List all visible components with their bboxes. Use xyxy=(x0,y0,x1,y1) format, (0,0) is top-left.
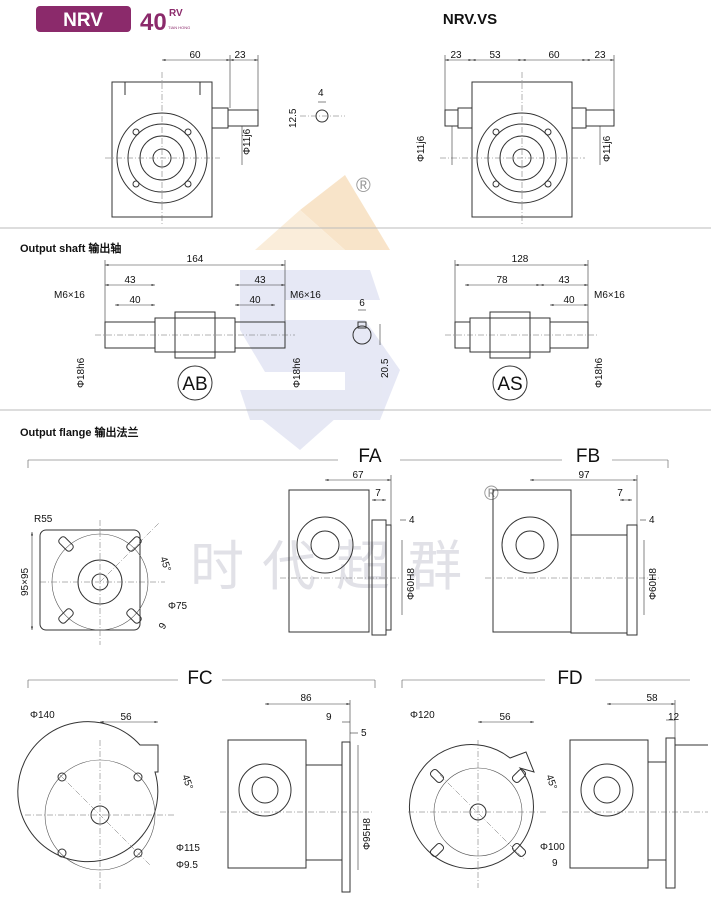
flange-fd-front: Φ120 56 45° Φ100 9 xyxy=(408,710,565,888)
flange-fc-side: 86 9 5 Φ95H8 xyxy=(220,693,373,893)
flange-fb-side: 97 7 4 Φ60H8 xyxy=(485,470,660,636)
ab-label-circle xyxy=(177,365,213,401)
fa-offset: 7 xyxy=(375,488,381,499)
fa-length: 67 xyxy=(352,470,364,481)
fc-offset: 56 xyxy=(120,712,132,723)
fb-spigot: Φ60H8 xyxy=(648,568,659,600)
output-shaft-heading: Output shaft 输出轴 xyxy=(20,241,121,255)
fa-thickness: 4 xyxy=(409,515,415,526)
fc-angle: 45° xyxy=(179,773,195,791)
nrv-badge-label: NRV xyxy=(63,10,103,31)
as-dia: Φ18h6 xyxy=(594,357,605,388)
shaft-key: 6 20.5 xyxy=(352,298,391,378)
fb-label: FB xyxy=(576,446,600,467)
dim-vs-23-left: 23 xyxy=(450,50,462,61)
ab-left-inner: 40 xyxy=(129,295,141,306)
watermark-char-3: 超 xyxy=(336,537,390,597)
flange-fd-side: 58 12 xyxy=(562,693,708,889)
square-size: 95×95 xyxy=(20,567,31,596)
fd-side-length: 58 xyxy=(646,693,658,704)
dim-vs-23-right: 23 xyxy=(594,50,606,61)
watermark-char-1: 时 xyxy=(190,537,244,597)
key-width: 6 xyxy=(359,298,365,309)
fc-fd-banner: FC FD xyxy=(27,668,690,689)
ab-left-outer: 43 xyxy=(124,275,136,286)
flange-fc-front: Φ140 56 45° Φ115 Φ9.5 xyxy=(17,710,200,890)
ab-right-outer: 43 xyxy=(254,275,266,286)
dim-vs-shaft-dia-left: Φ11j6 xyxy=(416,135,427,162)
fd-diameter: Φ120 xyxy=(410,710,435,721)
brand-small: TIAN HONG xyxy=(168,25,190,30)
fd-label: FD xyxy=(557,668,582,689)
top-view-nrv: 60 23 Φ11j6 12.5 4 xyxy=(105,50,345,225)
fb-thickness: 4 xyxy=(649,515,655,526)
square-radius: R55 xyxy=(34,514,53,525)
ab-thread-right: M6×16 xyxy=(290,290,321,301)
dim-vs-60: 60 xyxy=(548,50,560,61)
fc-side-thickness: 5 xyxy=(361,728,367,739)
fc-side-length: 86 xyxy=(300,693,312,704)
brand-number: 40 xyxy=(140,9,167,36)
as-inner: 40 xyxy=(563,295,575,306)
shaft-ab: 164 43 40 43 40 M6×16 M6×16 Φ18h6 Φ18h6 … xyxy=(54,254,321,401)
fc-hole: Φ9.5 xyxy=(176,860,198,871)
fc-label: FC xyxy=(187,668,212,689)
fb-offset: 7 xyxy=(617,488,623,499)
fd-angle: 45° xyxy=(543,773,559,791)
ab-thread-left: M6×16 xyxy=(54,290,85,301)
fa-label: FA xyxy=(358,446,382,467)
fb-length: 97 xyxy=(578,470,590,481)
fc-bolt-circle: Φ115 xyxy=(176,843,200,854)
as-mid: 43 xyxy=(558,275,570,286)
fd-hole: 9 xyxy=(552,858,558,869)
fa-fb-banner: FA FB xyxy=(27,446,669,468)
fc-side-spigot: Φ95H8 xyxy=(362,818,373,850)
dim-nrv-60: 60 xyxy=(189,50,201,61)
flange-fa-side: 67 7 4 Φ60H8 xyxy=(280,470,417,636)
registered-mark-2: ® xyxy=(484,483,499,505)
as-label: AS xyxy=(497,374,522,395)
nrv-badge xyxy=(36,6,131,32)
brand-suffix: RV xyxy=(169,8,183,19)
watermark-logo xyxy=(240,175,400,450)
as-thread: M6×16 xyxy=(594,290,625,301)
dim-nrv-shaft-dia: Φ11j6 xyxy=(242,128,253,155)
dim-vs-53: 53 xyxy=(489,50,501,61)
ab-label: AB xyxy=(182,374,207,395)
output-flange-heading: Output flange 输出法兰 xyxy=(20,425,139,439)
as-label-circle xyxy=(492,365,528,401)
fc-diameter: Φ140 xyxy=(30,710,55,721)
fd-offset: 56 xyxy=(499,712,511,723)
ab-total: 164 xyxy=(187,254,204,265)
watermark-char-4: 群 xyxy=(408,537,462,597)
fc-side-offset: 9 xyxy=(326,712,332,723)
top-view-nrv-vs: 23 53 60 23 Φ11j6 Φ11j6 xyxy=(416,50,615,225)
dim-vs-shaft-dia-right: Φ11j6 xyxy=(602,135,613,162)
fa-spigot: Φ60H8 xyxy=(406,568,417,600)
square-hole: 9 xyxy=(157,621,170,632)
header: NRV 40 RV TIAN HONG NRV.VS xyxy=(36,6,497,36)
fd-side-offset: 12 xyxy=(668,712,680,723)
square-bolt-circle: Φ75 xyxy=(168,601,188,612)
key-height: 20.5 xyxy=(380,358,391,378)
as-outer: 78 xyxy=(496,275,508,286)
watermark-chars: 时 代 超 群 ® ® xyxy=(190,175,499,597)
dim-nrv-key-width: 4 xyxy=(318,88,324,99)
as-total: 128 xyxy=(512,254,529,265)
fd-bolt-circle: Φ100 xyxy=(540,842,565,853)
square-angle: 45° xyxy=(157,555,173,573)
registered-mark-1: ® xyxy=(356,175,371,197)
square-flange-front: R55 95×95 45° Φ75 9 xyxy=(20,514,188,645)
dim-nrv-23: 23 xyxy=(234,50,246,61)
ab-dia-left: Φ18h6 xyxy=(76,357,87,388)
ab-dia-right: Φ18h6 xyxy=(292,357,303,388)
dim-nrv-key-height: 12.5 xyxy=(288,108,299,128)
shaft-as: 128 78 43 40 M6×16 Φ18h6 AS xyxy=(445,254,625,401)
ab-right-inner: 40 xyxy=(249,295,261,306)
nrv-vs-title: NRV.VS xyxy=(443,11,497,28)
